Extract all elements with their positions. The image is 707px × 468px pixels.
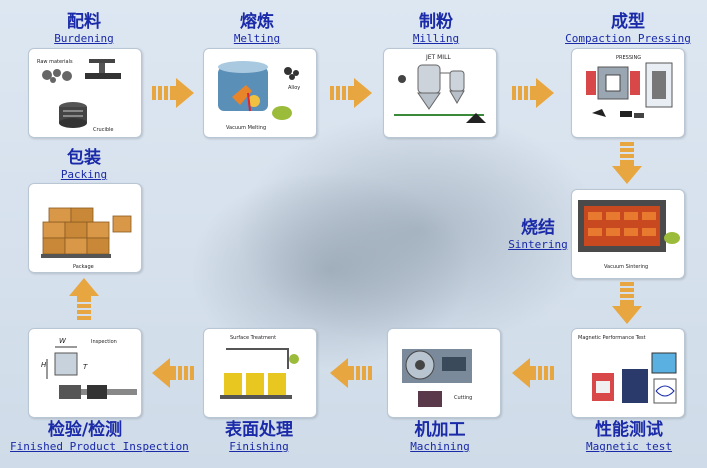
magnetic-perf-text: Magnetic Performance Test [578, 335, 646, 341]
milling-en: Milling [412, 32, 460, 45]
melting-box: Alloy Vacuum Melting [203, 48, 317, 138]
packing-box: Package [28, 183, 142, 273]
jet-mill-text: JET MILL [425, 54, 451, 61]
arrow-right-icon [152, 78, 194, 108]
package-text: Package [73, 264, 94, 270]
w-text: W [59, 337, 67, 345]
finishing-en: Finishing [229, 440, 289, 453]
magnetic-zh: 性能测试 [595, 420, 663, 440]
melting-zh: 熔炼 [240, 12, 274, 32]
burdening-box: Raw materials Crucible [28, 48, 142, 138]
machining-box: Cutting [387, 328, 501, 418]
milling-zh: 制粉 [419, 12, 453, 32]
raw-materials-text: Raw materials [37, 59, 73, 65]
pressing-box: PRESSING [571, 48, 685, 138]
crucible-text: Crucible [93, 127, 114, 133]
step-magnetic-label: 性能测试 Magnetic test [583, 420, 675, 454]
step-machining-label: 机加工 Machining [400, 420, 480, 454]
pressing-text: PRESSING [616, 55, 641, 61]
step-burdening-label: 配料 Burdening [44, 12, 124, 46]
inspection-zh: 检验/检测 [47, 420, 123, 440]
burdening-zh: 配料 [67, 12, 101, 32]
finishing-box: Surface Treatment [203, 328, 317, 418]
finishing-zh: 表面处理 [225, 420, 293, 440]
magnetic-box: Magnetic Performance Test [571, 328, 685, 418]
arrow-left-icon [330, 358, 372, 388]
step-inspection-label: 检验/检测 Finished Product Inspection [10, 420, 189, 454]
packing-en: Packing [60, 168, 108, 181]
vacuum-melting-text: Vacuum Melting [226, 125, 266, 131]
packing-zh: 包装 [67, 148, 101, 168]
inspection-text: Inspection [91, 339, 117, 345]
arrow-left-icon [152, 358, 194, 388]
arrow-right-icon [512, 78, 554, 108]
sintering-box: Vacuum Sintering [571, 189, 685, 279]
t-text: T [83, 363, 88, 371]
arrow-down-icon [612, 282, 642, 324]
h-text: H [41, 361, 47, 369]
pressing-en: Compaction Pressing [565, 32, 691, 45]
inspection-en: Finished Product Inspection [10, 440, 189, 453]
sintering-en: Sintering [508, 238, 568, 251]
arrow-down-icon [612, 142, 642, 184]
vacuum-sintering-text: Vacuum Sintering [604, 264, 648, 270]
melting-en: Melting [233, 32, 281, 45]
step-pressing-label: 成型 Compaction Pressing [565, 12, 691, 46]
step-packing-label: 包装 Packing [44, 148, 124, 182]
arrow-up-icon [69, 278, 99, 320]
machining-en: Machining [410, 440, 470, 453]
step-sintering-label: 烧结 Sintering [505, 218, 571, 252]
step-finishing-label: 表面处理 Finishing [214, 420, 304, 454]
magnetic-en: Magnetic test [585, 440, 673, 453]
step-melting-label: 熔炼 Melting [217, 12, 297, 46]
arrow-right-icon [330, 78, 372, 108]
step-milling-label: 制粉 Milling [396, 12, 476, 46]
burdening-en: Burdening [54, 32, 114, 45]
arrow-left-icon [512, 358, 554, 388]
cutting-text: Cutting [454, 395, 472, 401]
sintering-zh: 烧结 [521, 218, 555, 238]
inspection-box: Inspection W H T [28, 328, 142, 418]
alloy-text: Alloy [288, 85, 300, 91]
surface-treatment-text: Surface Treatment [230, 335, 276, 341]
machining-zh: 机加工 [414, 420, 466, 440]
pressing-zh: 成型 [611, 12, 645, 32]
milling-box: JET MILL [383, 48, 497, 138]
